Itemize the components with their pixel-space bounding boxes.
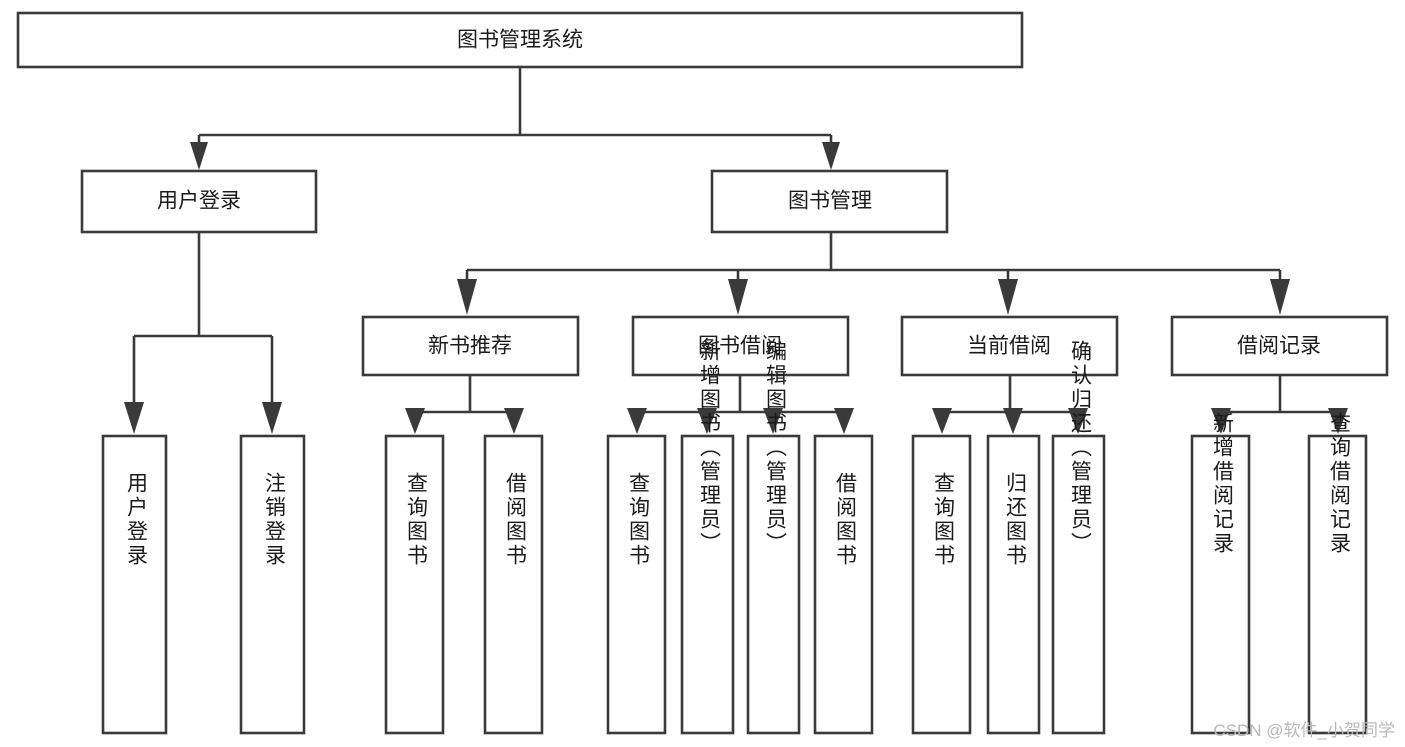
leaf-logout-label: 注销登录	[263, 472, 287, 568]
leaf-borrow-book-newrec-label: 借阅图书	[504, 472, 528, 568]
leaf-add-book-admin-box[interactable]	[680, 434, 735, 735]
leaf-query-borrow-record-box[interactable]	[1307, 434, 1368, 735]
leaf-query-book-current-box[interactable]	[911, 434, 972, 735]
node-current-borrow-box[interactable]	[900, 315, 1119, 377]
arrow-head-borrow-record	[1270, 279, 1290, 315]
leaf-query-borrow-record[interactable]: 查询借阅记录	[1307, 412, 1368, 735]
connector-group-book-mgmt	[457, 232, 1290, 315]
leaf-edit-book-admin-label: 编辑图书（管理员）	[764, 340, 788, 556]
node-root-label: 图书管理系统	[457, 29, 583, 52]
leaf-borrow-book-box[interactable]	[813, 434, 874, 735]
leaf-query-book-newrec-box[interactable]	[384, 434, 445, 735]
leaf-return-book-box[interactable]	[986, 434, 1041, 735]
leaf-edit-book-admin[interactable]: 编辑图书（管理员）	[746, 340, 801, 735]
leaf-query-book-borrow[interactable]: 查询图书	[606, 434, 667, 735]
node-book-borrow-box[interactable]	[631, 315, 850, 377]
arrow-head-bookborrow-leaf-4	[834, 408, 854, 434]
leaf-borrow-book-newrec-box[interactable]	[483, 434, 544, 735]
leaf-return-book[interactable]: 归还图书	[986, 434, 1041, 735]
arrow-head-book-mgmt	[822, 142, 840, 170]
node-book-borrow-label: 图书借阅	[698, 335, 782, 358]
arrow-head-currentborrow-leaf-1	[932, 408, 952, 434]
arrow-head-bookborrow-leaf-1	[627, 408, 647, 434]
leaf-borrow-book[interactable]: 借阅图书	[813, 434, 874, 735]
node-new-book-recommend-box[interactable]	[361, 315, 580, 377]
leaf-user-login-label: 用户登录	[125, 472, 149, 568]
arrow-head-current-borrow	[998, 279, 1018, 315]
arrow-head-leaf-logout	[262, 402, 282, 434]
node-new-book-recommend-label: 新书推荐	[428, 335, 512, 358]
csdn-watermark: CSDN @软件_小贺同学	[1213, 721, 1395, 740]
leaf-query-book-current-label: 查询图书	[932, 472, 956, 568]
leaf-return-book-label: 归还图书	[1004, 472, 1028, 568]
leaf-borrow-book-newrec[interactable]: 借阅图书	[483, 434, 544, 735]
node-current-borrow[interactable]: 当前借阅	[900, 315, 1119, 377]
leaf-query-book-borrow-label: 查询图书	[627, 472, 651, 568]
connector-group-new-book-rec	[405, 375, 524, 434]
leaf-edit-book-admin-box[interactable]	[746, 434, 801, 735]
arrow-head-bookborrow-leaf-3	[763, 408, 783, 434]
node-user-login-label: 用户登录	[157, 190, 241, 213]
leaf-add-book-admin[interactable]: 新增图书（管理员）	[680, 340, 735, 735]
arrow-head-bookborrow-leaf-2	[697, 408, 717, 434]
leaf-confirm-return-admin-box[interactable]	[1051, 434, 1106, 735]
node-new-book-recommend[interactable]: 新书推荐	[361, 315, 580, 377]
node-book-borrow[interactable]: 图书借阅	[631, 315, 850, 377]
node-borrow-record-box[interactable]	[1170, 315, 1389, 377]
leaf-add-borrow-record-label: 新增借阅记录	[1211, 412, 1235, 556]
node-borrow-record[interactable]: 借阅记录	[1170, 315, 1389, 377]
arrow-head-newbook-leaf-2	[504, 408, 524, 434]
connector-group-book-borrow	[627, 375, 854, 434]
node-root-system[interactable]: 图书管理系统	[16, 11, 1024, 69]
arrow-head-borrowrecord-leaf-2	[1328, 408, 1348, 434]
connector-group-borrow-record	[1211, 375, 1348, 434]
node-book-management-box[interactable]	[710, 169, 949, 234]
leaf-add-book-admin-label: 新增图书（管理员）	[698, 340, 722, 556]
node-user-login[interactable]: 用户登录	[80, 169, 318, 234]
leaf-query-book-newrec[interactable]: 查询图书	[384, 434, 445, 735]
arrow-head-book-borrow	[728, 279, 748, 315]
node-current-borrow-label: 当前借阅	[967, 335, 1051, 358]
leaf-query-book-current[interactable]: 查询图书	[911, 434, 972, 735]
leaf-confirm-return-admin-label: 确认归还（管理员）	[1069, 340, 1093, 556]
leaf-confirm-return-admin[interactable]: 确认归还（管理员）	[1051, 340, 1106, 735]
connector-group-current-borrow	[932, 375, 1088, 434]
leaf-logout[interactable]: 注销登录	[239, 434, 306, 735]
leaf-user-login[interactable]: 用户登录	[101, 434, 168, 735]
leaf-add-borrow-record[interactable]: 新增借阅记录	[1190, 412, 1251, 735]
leaf-query-book-borrow-box[interactable]	[606, 434, 667, 735]
node-root-box[interactable]	[16, 11, 1024, 69]
leaf-user-login-box[interactable]	[101, 434, 168, 735]
arrow-head-new-book-rec	[457, 279, 477, 315]
node-book-management-label: 图书管理	[788, 190, 872, 213]
node-borrow-record-label: 借阅记录	[1237, 335, 1321, 358]
connector-group-user-login	[124, 232, 282, 434]
connector-group-root	[190, 67, 840, 170]
leaf-add-borrow-record-box[interactable]	[1190, 434, 1251, 735]
arrow-head-currentborrow-leaf-3	[1068, 408, 1088, 434]
arrow-head-borrowrecord-leaf-1	[1211, 408, 1231, 434]
leaf-query-borrow-record-label: 查询借阅记录	[1328, 412, 1352, 556]
arrow-head-currentborrow-leaf-2	[1003, 408, 1023, 434]
leaf-query-book-newrec-label: 查询图书	[405, 472, 429, 568]
leaf-borrow-book-label: 借阅图书	[834, 472, 858, 568]
arrow-head-newbook-leaf-1	[405, 408, 425, 434]
leaf-logout-box[interactable]	[239, 434, 306, 735]
arrow-head-user-login	[190, 142, 208, 170]
node-book-management[interactable]: 图书管理	[710, 169, 949, 234]
arrow-head-leaf-user-login	[124, 402, 144, 434]
node-user-login-box[interactable]	[80, 169, 318, 234]
